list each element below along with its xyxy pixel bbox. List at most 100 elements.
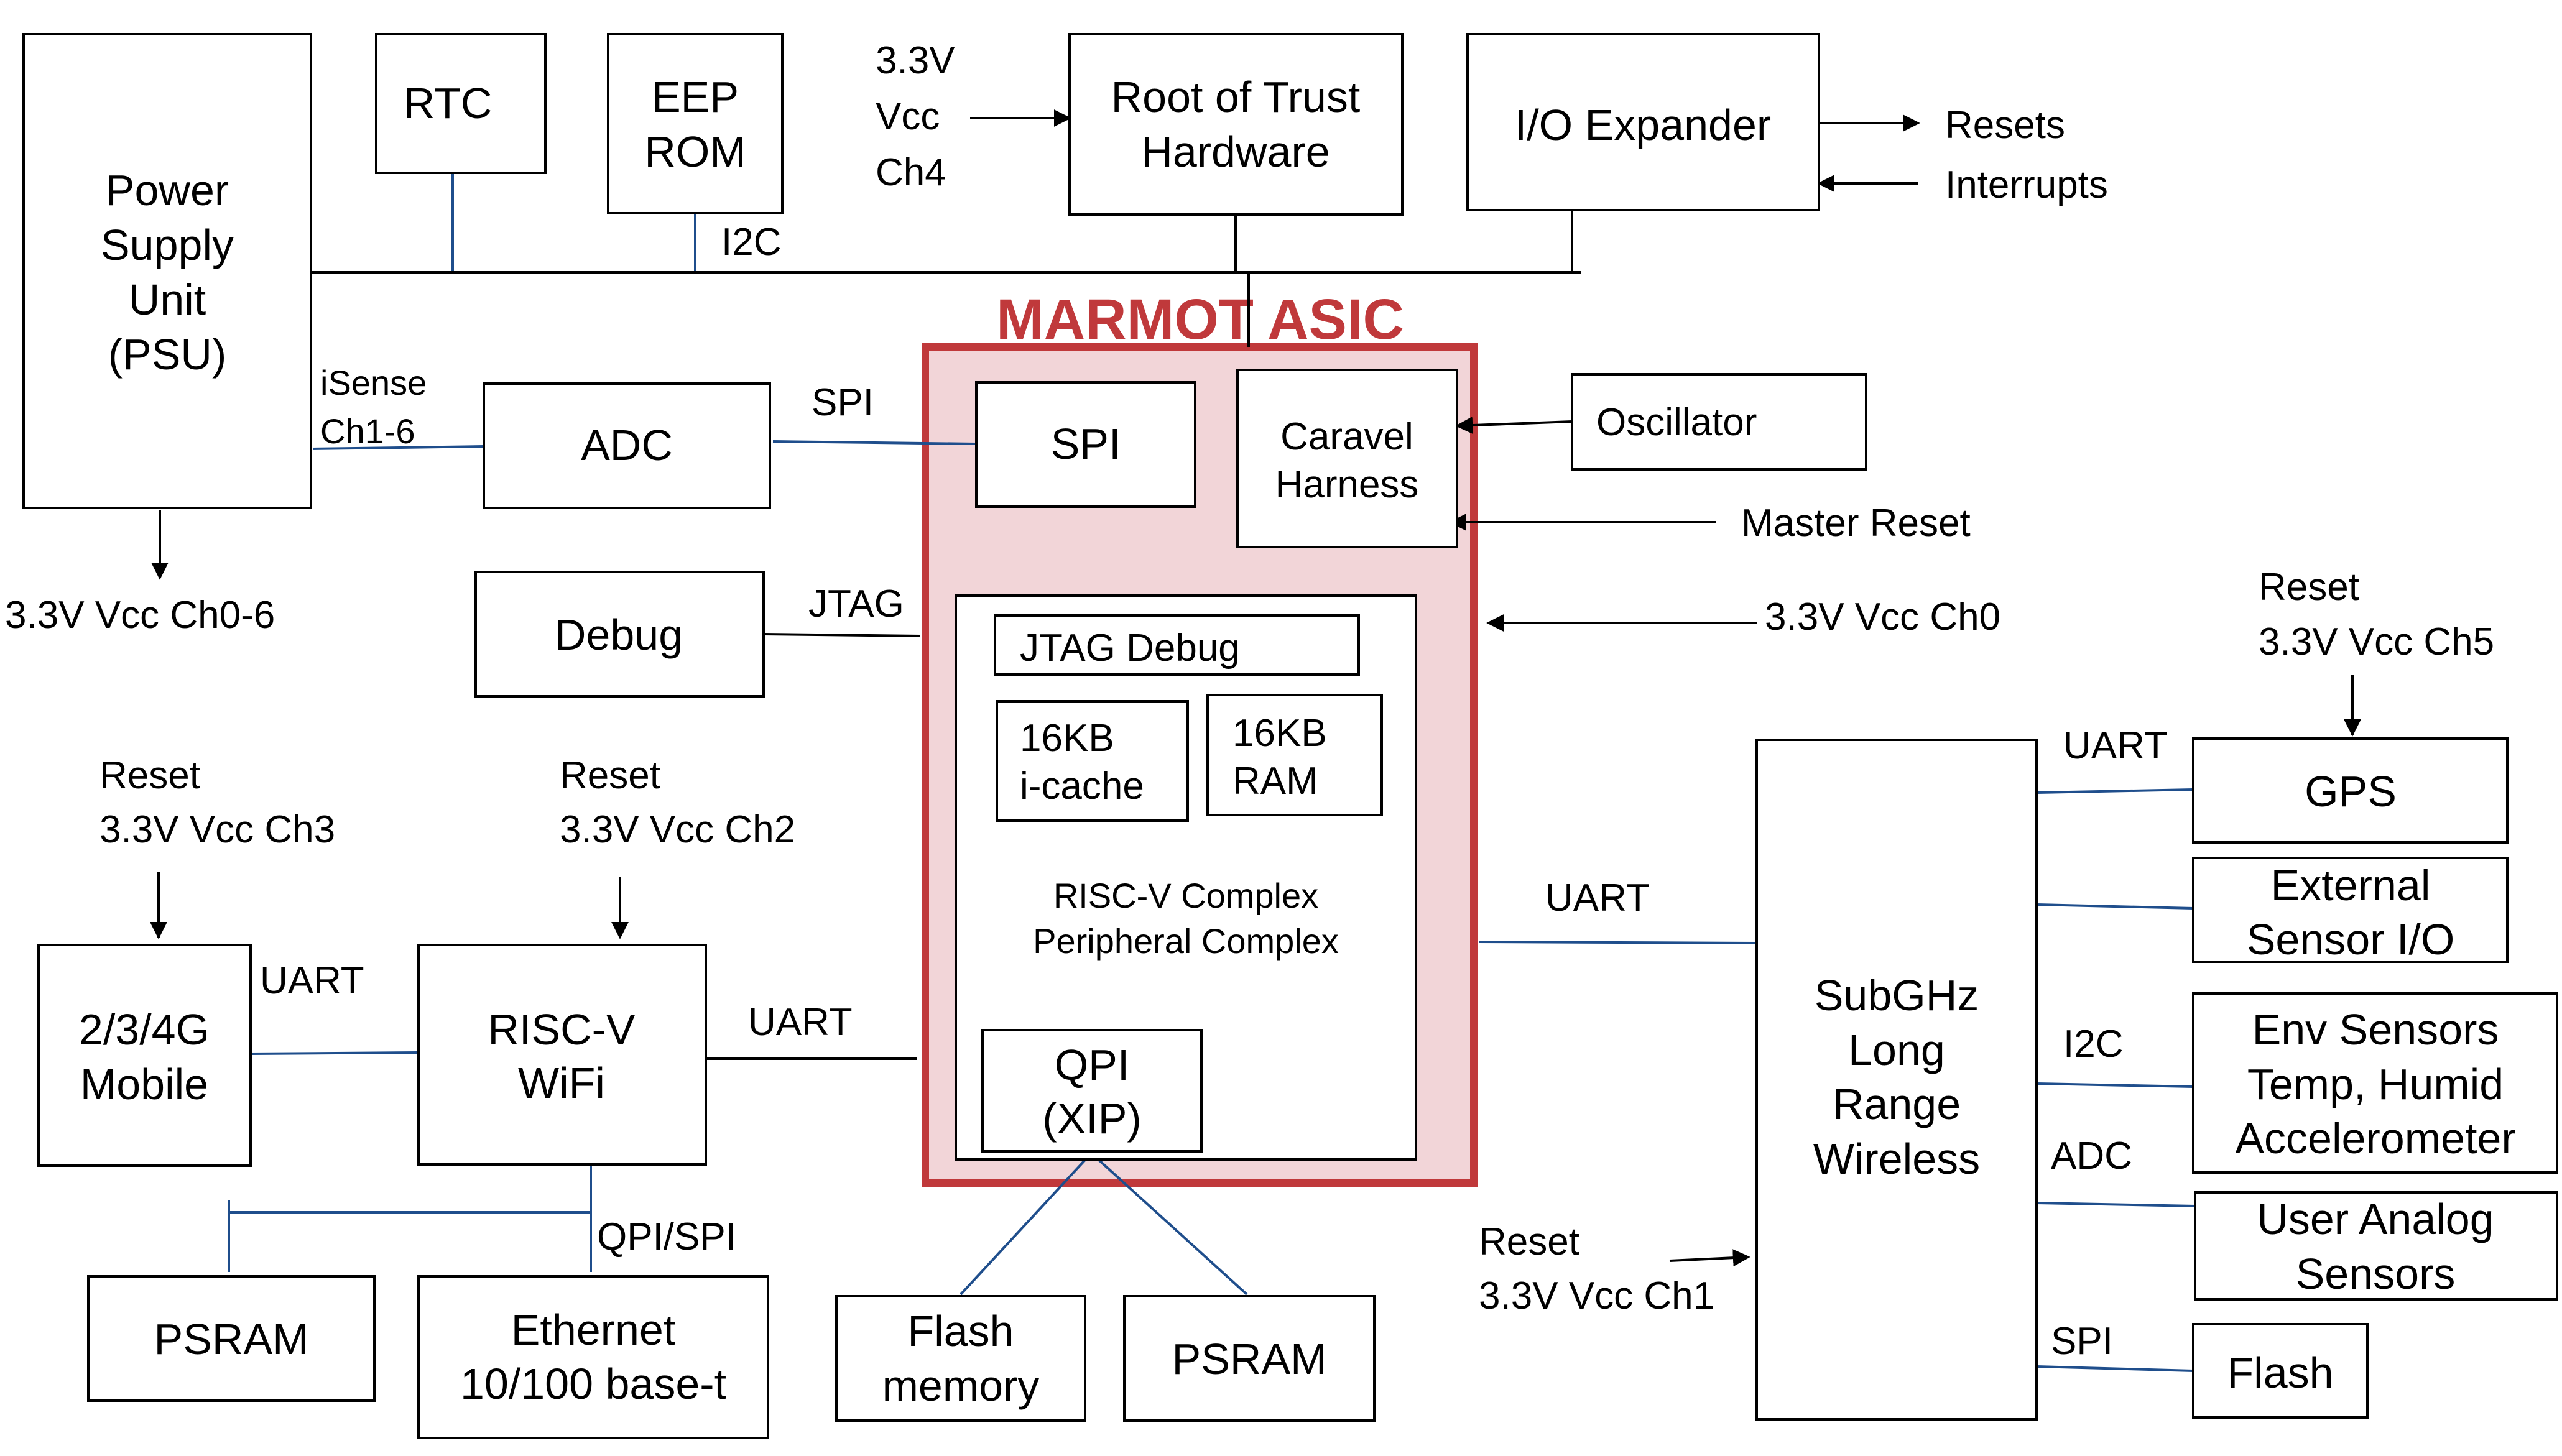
jtag-debug-label: JTAG Debug: [1020, 627, 1240, 670]
reset-ch1-label-1: Reset: [1479, 1220, 1579, 1263]
ethernet-label-2: 10/100 base-t: [460, 1360, 726, 1408]
vcc-ch0-label: 3.3V Vcc Ch0: [1765, 596, 2000, 638]
asic-spi-box: [975, 381, 1196, 508]
i2c-top-label: I2C: [721, 221, 781, 264]
eeprom-label-2: ROM: [644, 127, 746, 176]
icache-label-1: 16KB: [1020, 717, 1114, 760]
gps-label: GPS: [2305, 767, 2397, 816]
reset-ch2-label-2: 3.3V Vcc Ch2: [560, 808, 795, 851]
ext-sensor-label-2: Sensor I/O: [2247, 915, 2455, 964]
rtc-label: RTC: [404, 79, 493, 127]
subghz-label-1: SubGHz: [1815, 971, 1979, 1020]
subghz-box: [1755, 739, 2038, 1421]
resets-label: Resets: [1945, 104, 2065, 147]
qpi-spi-label: QPI/SPI: [597, 1215, 736, 1258]
uart-asic-label: UART: [1545, 877, 1650, 919]
psram-left-label: PSRAM: [154, 1315, 309, 1363]
root-of-trust-label-2: Hardware: [1141, 127, 1330, 176]
env-sensors-label-3: Accelerometer: [2235, 1114, 2515, 1163]
icache-label-2: i-cache: [1020, 765, 1144, 808]
flash-memory-label-2: memory: [882, 1362, 1040, 1410]
wifi-label-1: RISC-V: [488, 1005, 636, 1054]
complex-label-2: Peripheral Complex: [1033, 921, 1339, 961]
oscillator-label: Oscillator: [1596, 401, 1757, 444]
reset-ch2-label-1: Reset: [560, 754, 660, 797]
eeprom-box: [607, 33, 784, 214]
reset-ch5-label-1: Reset: [2259, 566, 2359, 609]
uart-gps-label: UART: [2063, 724, 2168, 767]
flash-memory-label-1: Flash: [907, 1307, 1014, 1355]
psram-mid-label: PSRAM: [1172, 1335, 1327, 1383]
flash-right-label: Flash: [2227, 1348, 2333, 1397]
root-of-trust-box: [1068, 33, 1404, 216]
vcc-ch4-label-3: Ch4: [876, 151, 946, 194]
env-sensors-label-2: Temp, Humid: [2247, 1060, 2504, 1108]
caravel-box: [1236, 369, 1458, 548]
wifi-label-2: WiFi: [518, 1059, 605, 1107]
debug-box: [474, 571, 765, 698]
isense-label-1: iSense: [320, 363, 427, 402]
rtc-box: [375, 33, 547, 174]
adc-label: ADC: [581, 421, 673, 469]
asic-spi-label: SPI: [1051, 420, 1121, 468]
reset-ch3-label-2: 3.3V Vcc Ch3: [99, 808, 335, 851]
interrupts-label: Interrupts: [1945, 164, 2108, 206]
user-analog-box: [2194, 1191, 2558, 1301]
blue-connectors: [228, 173, 2196, 1372]
boxes: [22, 33, 2558, 1439]
reset-ch5-label-2: 3.3V Vcc Ch5: [2259, 620, 2494, 663]
psu-label-2: Supply: [101, 221, 234, 269]
wifi-box: [417, 944, 707, 1166]
ram-label-2: RAM: [1232, 760, 1318, 803]
psu-label-4: (PSU): [108, 330, 227, 379]
ram-box: [1206, 694, 1383, 816]
flash-right-box: [2192, 1323, 2369, 1419]
gps-box: [2192, 737, 2509, 844]
adc-right-label: ADC: [2051, 1135, 2132, 1177]
mobile-box: [37, 944, 252, 1167]
black-connectors: [150, 109, 2361, 1267]
ram-label-1: 16KB: [1232, 712, 1327, 755]
jtag-debug-box: [994, 614, 1360, 676]
user-analog-label-1: User Analog: [2257, 1195, 2494, 1243]
qpi-box: [981, 1029, 1203, 1153]
user-analog-label-2: Sensors: [2296, 1250, 2456, 1298]
caravel-label-2: Harness: [1275, 463, 1419, 506]
isense-label-2: Ch1-6: [320, 412, 415, 451]
eeprom-label-1: EEP: [652, 73, 739, 121]
ethernet-box: [417, 1275, 769, 1439]
env-sensors-box: [2192, 992, 2558, 1174]
spi-right-label: SPI: [2051, 1320, 2113, 1363]
ext-sensor-box: [2192, 857, 2509, 963]
mobile-label-2: Mobile: [80, 1060, 208, 1108]
uart-mobile-label: UART: [260, 959, 364, 1002]
jtag-label: JTAG: [808, 583, 904, 625]
ext-sensor-label-1: External: [2271, 861, 2431, 910]
signal-labels: 3.3V Vcc Ch4 Resets Interrupts I2C iSens…: [5, 39, 2494, 1363]
vcc-ch0-6-label: 3.3V Vcc Ch0-6: [5, 594, 275, 637]
reset-ch3-label-1: Reset: [99, 754, 200, 797]
vcc-ch4-label-1: 3.3V: [876, 39, 955, 82]
spi-adc-label: SPI: [812, 381, 874, 424]
qpi-label-2: (XIP): [1042, 1094, 1141, 1143]
uart-wifi-label: UART: [748, 1001, 853, 1044]
psram-mid-box: [1123, 1295, 1376, 1422]
subghz-label-2: Long: [1848, 1026, 1945, 1074]
flash-memory-box: [835, 1295, 1086, 1422]
vcc-ch4-label-2: Vcc: [876, 95, 940, 138]
caravel-label-1: Caravel: [1280, 415, 1413, 458]
ethernet-label-1: Ethernet: [511, 1306, 676, 1354]
psu-label-3: Unit: [129, 275, 206, 324]
root-of-trust-label-1: Root of Trust: [1111, 73, 1361, 121]
psram-left-box: [87, 1275, 376, 1402]
i2c-right-label: I2C: [2063, 1023, 2123, 1066]
icache-box: [996, 700, 1189, 822]
adc-box: [483, 382, 771, 509]
mobile-label-1: 2/3/4G: [79, 1005, 210, 1054]
io-expander-box: [1466, 33, 1820, 211]
master-reset-label: Master Reset: [1741, 502, 1971, 545]
psu-label-1: Power: [106, 166, 229, 214]
asic-title: MARMOT ASIC: [996, 288, 1404, 351]
psu-box: [22, 33, 312, 509]
